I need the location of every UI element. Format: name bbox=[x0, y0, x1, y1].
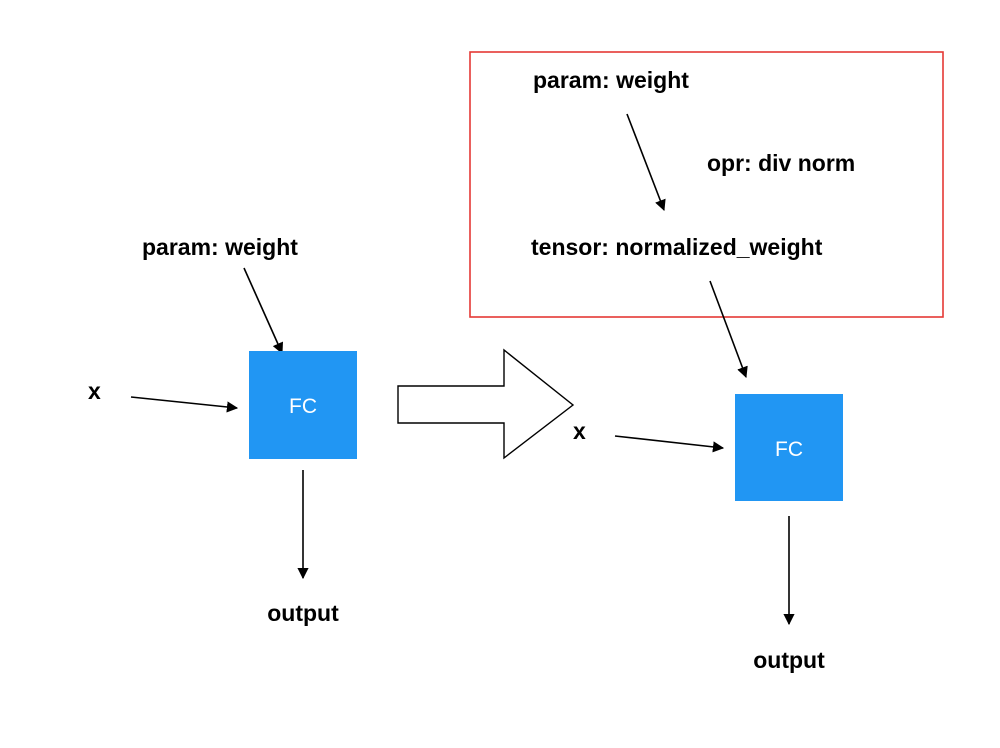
before-fc-node bbox=[249, 351, 357, 459]
before-input-x-label: x bbox=[88, 378, 101, 404]
before-x-to-fc-arrow bbox=[130, 396, 239, 413]
after-graph: param: weight opr: div norm tensor: norm… bbox=[469, 51, 944, 673]
after-tensor-normalized-weight-label: tensor: normalized_weight bbox=[531, 234, 823, 260]
after-x-to-fc-arrow bbox=[614, 435, 725, 453]
after-input-x-label: x bbox=[573, 418, 586, 444]
after-output-label: output bbox=[753, 647, 825, 673]
before-graph: param: weight x FC output bbox=[88, 234, 357, 626]
after-fc-label: FC bbox=[775, 438, 803, 461]
after-param-weight-label: param: weight bbox=[533, 67, 689, 93]
before-param-weight-label: param: weight bbox=[142, 234, 298, 260]
after-fc-node bbox=[735, 394, 843, 501]
before-fc-label: FC bbox=[289, 395, 317, 418]
before-weight-to-fc-arrow bbox=[243, 267, 283, 355]
before-output-label: output bbox=[267, 600, 339, 626]
after-operation-label: opr: div norm bbox=[707, 150, 855, 176]
after-tensor-to-fc-arrow bbox=[709, 280, 748, 379]
normalization-highlight-box bbox=[469, 51, 944, 318]
after-weight-to-tensor-arrow bbox=[626, 113, 666, 212]
transform-arrow-icon bbox=[397, 348, 575, 460]
